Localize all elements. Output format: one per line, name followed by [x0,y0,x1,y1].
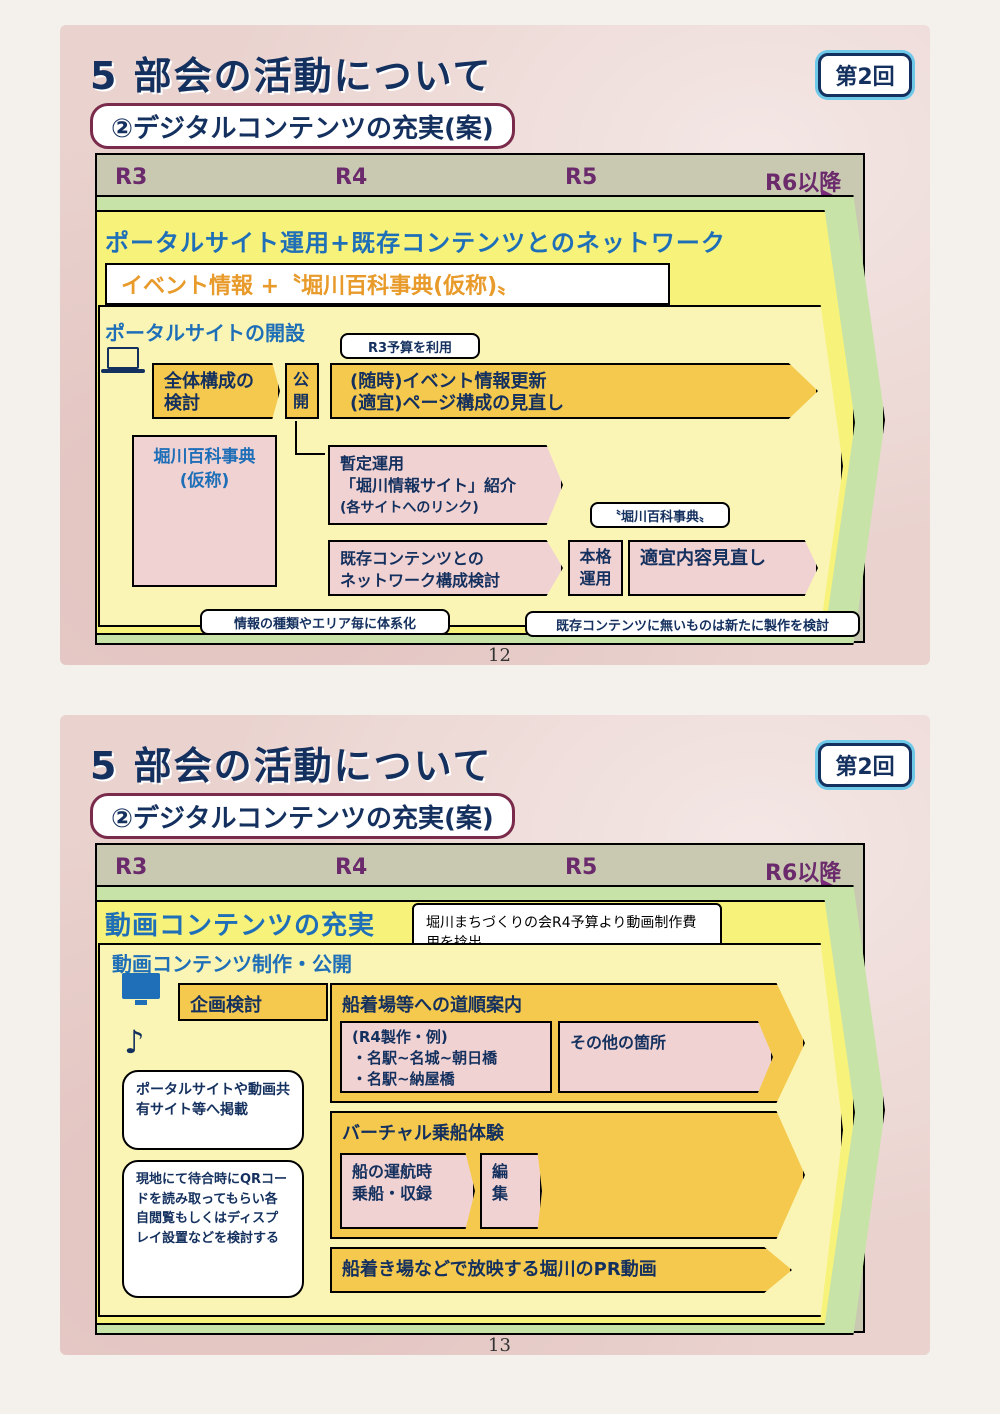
budget-callout: R3予算を利用 [340,333,480,359]
update-line-2: (適宜)ページ構成の見直し [350,393,565,414]
timeline-r4: R4 [335,855,368,880]
edit-line-1: 編 [492,1162,509,1181]
full-op-line-2: 運用 [579,569,612,588]
slide-12: 5 部会の活動について 第2回 ②デジタルコンテンツの充実(案) R3 R4 R… [60,25,930,665]
slide-title: 5 部会の活動について [90,744,493,788]
r4-production-box: (R4製作・例) ・名駅~名城~朝日橋 ・名駅~納屋橋 [340,1021,552,1093]
page-number-12: 12 [488,645,511,666]
interim-operation-step: 暫定運用 「堀川情報サイト」紹介 (各サイトへのリンク) [328,445,563,525]
encyclopedia-line-1: 堀川百科事典 [153,447,256,467]
update-step: (随時)イベント情報更新 (適宜)ページ構成の見直し [330,363,818,419]
slide-subtitle: ②デジタルコンテンツの充実(案) [90,103,515,149]
connector-arrow-icon [295,421,325,455]
network-review-step: 既存コンテンツとの ネットワーク構成検討 [328,540,563,596]
planning-step: 企画検討 [178,983,328,1021]
r4-line-3: ・名駅~納屋橋 [352,1070,455,1088]
video-heading: 動画コンテンツの充実 [105,911,376,941]
overall-structure-step: 全体構成の検討 [152,363,280,419]
timeline-r4: R4 [335,165,368,190]
network-heading: ポータルサイト運用+既存コンテンツとのネットワーク [105,229,726,257]
session-badge: 第2回 [818,53,912,97]
record-line-1: 船の運航時 [352,1162,433,1181]
pr-video-step: 船着き場などで放映する堀川のPR動画 [330,1247,792,1293]
encyclopedia-box: 堀川百科事典 (仮称) [132,435,277,587]
production-heading: 動画コンテンツ制作・公開 [112,952,352,976]
monitor-icon [122,973,160,1005]
slide-13: 5 部会の活動について 第2回 ②デジタルコンテンツの充実(案) R3 R4 R… [60,715,930,1355]
interim-line-3: (各サイトへのリンク) [340,500,479,516]
event-banner: イベント情報 +〝堀川百科事典(仮称)〟 [105,263,670,305]
editing-step: 編 集 [480,1153,542,1229]
r4-line-1: (R4製作・例) [352,1028,448,1046]
r4-line-2: ・名駅~名城~朝日橋 [352,1049,498,1067]
page-number-13: 13 [488,1335,511,1356]
encyclopedia-line-2: (仮称) [179,471,230,491]
qr-display-bubble: 現地にて待合時にQRコードを読み取ってもらい各自閲覧もしくはディスプレイ設置など… [122,1160,304,1298]
new-production-callout: 既存コンテンツに無いものは新たに製作を検討 [525,611,860,637]
encyclopedia-callout: 〝堀川百科事典〟 [590,502,730,528]
boarding-recording-step: 船の運航時 乗船・収録 [340,1153,475,1229]
full-op-line-1: 本格 [579,547,612,566]
timeline-r3: R3 [115,165,148,190]
interim-line-1: 暫定運用 [340,454,405,473]
timeline-r5: R5 [565,855,598,880]
edit-line-2: 集 [492,1184,509,1203]
slide-title: 5 部会の活動について [90,54,493,98]
network-line-1: 既存コンテンツとの [340,549,484,568]
timeline-r5: R5 [565,165,598,190]
laptop-icon [101,347,145,373]
timeline-r3: R3 [115,855,148,880]
network-line-2: ネットワーク構成検討 [340,571,501,590]
portal-heading: ポータルサイトの開設 [105,321,305,345]
update-line-1: (随時)イベント情報更新 [350,371,547,392]
music-note-icon: ♪ [124,1023,145,1061]
route-guide-label: 船着場等への道順案内 [342,995,522,1016]
full-operation-step: 本格 運用 [568,540,623,596]
virtual-boarding-label: バーチャル乗船体験 [342,1123,504,1144]
record-line-2: 乗船・収録 [352,1184,433,1203]
other-places-step: その他の箇所 [558,1021,773,1093]
publish-step: 公開 [285,363,319,419]
systematize-callout: 情報の種類やエリア毎に体系化 [200,609,450,635]
content-review-step: 適宜内容見直し [628,540,818,596]
interim-line-2: 「堀川情報サイト」紹介 [340,476,517,495]
session-badge: 第2回 [818,743,912,787]
slide-subtitle: ②デジタルコンテンツの充実(案) [90,793,515,839]
portal-share-bubble: ポータルサイトや動画共有サイト等へ掲載 [122,1070,304,1150]
